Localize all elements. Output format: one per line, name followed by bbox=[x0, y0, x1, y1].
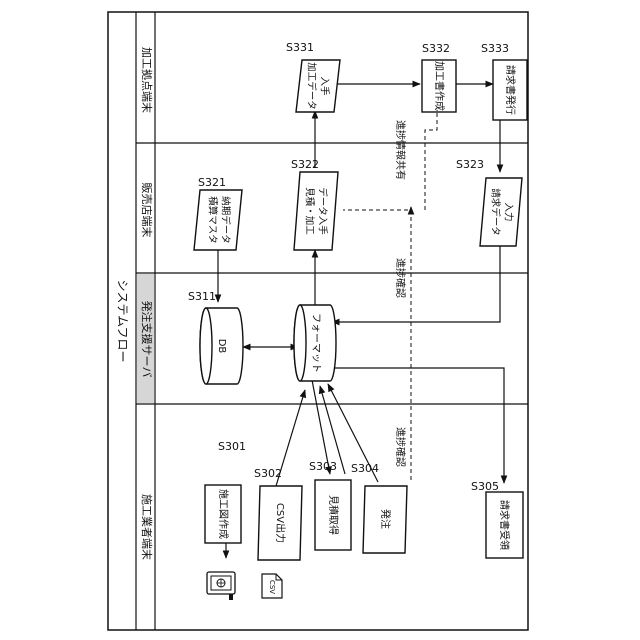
step-s311-label: DB bbox=[216, 339, 227, 354]
annotation-progress-check-1: 進捗確認 bbox=[394, 427, 407, 467]
step-s322-label-1: 見積・加工 bbox=[304, 187, 316, 235]
step-s304-id: S304 bbox=[351, 462, 379, 475]
step-s303-label: 見積取得 bbox=[327, 495, 340, 535]
lane-label-construction: 施工業者端末 bbox=[140, 494, 154, 560]
format-label: フォーマット bbox=[310, 313, 321, 373]
annotation-progress-share: 進捗情報共有 bbox=[394, 120, 407, 180]
step-s323-label-1: 請求データ bbox=[490, 188, 502, 236]
step-s322-label-2: データ入手 bbox=[317, 187, 329, 235]
csv-file-icon-text: CSV bbox=[268, 580, 276, 594]
lane-label-processing: 加工拠点端末 bbox=[140, 47, 154, 113]
step-s305-id: S305 bbox=[471, 480, 499, 493]
lane-label-dealer: 販売店端末 bbox=[140, 183, 154, 238]
annotation-progress-check-2: 進捗確認 bbox=[394, 258, 407, 298]
step-s311-id: S311 bbox=[188, 290, 216, 303]
step-s323-label-2: 入力 bbox=[503, 202, 515, 221]
step-s302-id: S302 bbox=[254, 467, 282, 480]
progress-share-line bbox=[425, 112, 437, 210]
step-s332-id: S332 bbox=[422, 42, 450, 55]
step-s303-id: S303 bbox=[309, 460, 337, 473]
arrow-s323-format bbox=[332, 246, 500, 322]
diagram-title: システムフロー bbox=[116, 280, 130, 363]
step-s301-id: S301 bbox=[218, 440, 246, 453]
step-s332-label: 加工書作成 bbox=[433, 61, 446, 111]
step-s301-label: 施工図作成 bbox=[217, 489, 230, 539]
step-s305-label: 請求書受領 bbox=[498, 500, 511, 550]
step-s331-box bbox=[296, 60, 340, 112]
step-s321-id: S321 bbox=[198, 176, 226, 189]
step-s331-label-1: 加工データ bbox=[306, 62, 318, 110]
step-s302-label: CSV出力 bbox=[274, 503, 287, 543]
step-s331-id: S331 bbox=[286, 41, 314, 54]
step-s333-label: 請求書発行 bbox=[504, 65, 517, 115]
step-s321-label-2: 納期データ bbox=[220, 196, 232, 244]
lane-label-server: 発注支援サーバ bbox=[140, 301, 154, 378]
step-s304-label: 発注 bbox=[379, 509, 392, 529]
computer-icon bbox=[207, 572, 235, 600]
step-s322-id: S322 bbox=[291, 158, 319, 171]
step-s323-id: S323 bbox=[456, 158, 484, 171]
step-s321-label-1: 積算マスタ bbox=[207, 196, 219, 244]
step-s333-id: S333 bbox=[481, 42, 509, 55]
step-s331-label-2: 入手 bbox=[319, 76, 331, 96]
step-s322-box bbox=[294, 172, 338, 250]
